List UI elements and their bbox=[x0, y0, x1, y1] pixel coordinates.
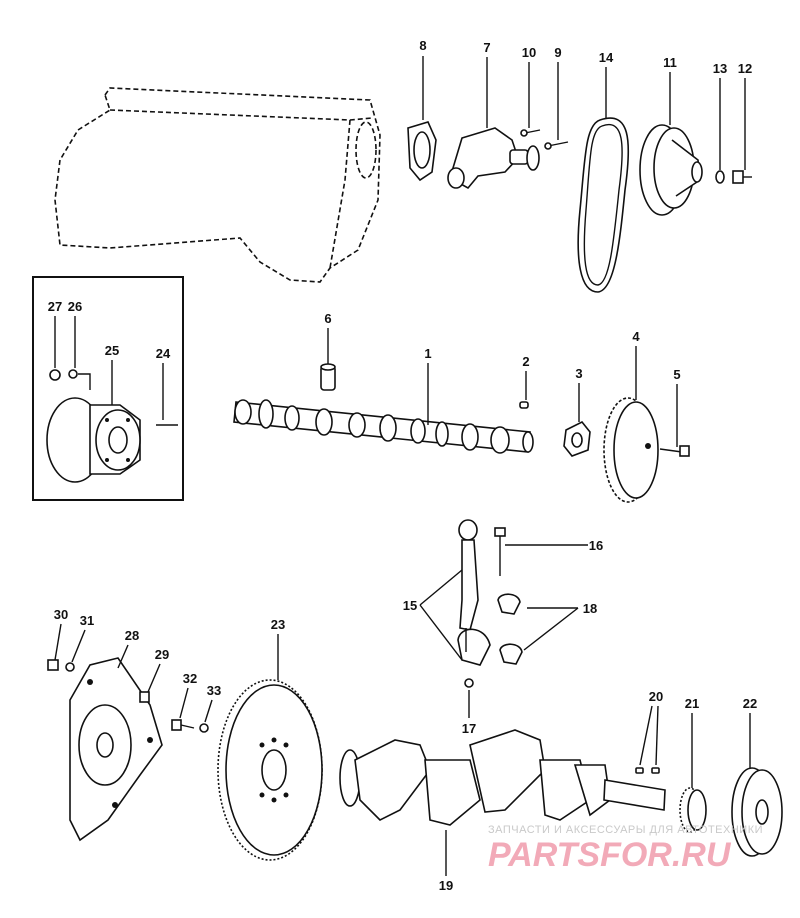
part-12-bolt bbox=[732, 170, 752, 184]
part-20-keys bbox=[635, 767, 660, 774]
part-16-bolt bbox=[494, 527, 506, 576]
label-28: 28 bbox=[125, 628, 139, 643]
part-3-spacer bbox=[563, 420, 591, 457]
part-5-bolt bbox=[659, 445, 690, 457]
part-21-crank-gear bbox=[679, 787, 707, 833]
label-8: 8 bbox=[419, 38, 426, 53]
label-29: 29 bbox=[155, 647, 169, 662]
label-14: 14 bbox=[599, 50, 614, 65]
label-9: 9 bbox=[554, 45, 561, 60]
label-13: 13 bbox=[713, 61, 727, 76]
part-18-bearings bbox=[497, 593, 523, 665]
part-1-camshaft bbox=[233, 399, 534, 454]
label-11: 11 bbox=[663, 55, 677, 70]
part-29-bolt bbox=[139, 691, 150, 703]
part-17-nut bbox=[464, 678, 474, 688]
part-11-pulley bbox=[639, 124, 703, 216]
part-22-damper bbox=[731, 767, 783, 857]
label-10: 10 bbox=[522, 45, 536, 60]
label-6: 6 bbox=[324, 311, 331, 326]
part-number-labels: 8 7 10 9 14 11 13 12 6 1 2 3 4 5 16 15 1… bbox=[48, 38, 757, 893]
watermark: ЗАПЧАСТИ И АКСЕССУАРЫ ДЛЯ АВТОТЕХНИКИ PA… bbox=[488, 824, 763, 874]
label-30: 30 bbox=[54, 607, 68, 622]
engine-block-outline bbox=[54, 87, 381, 283]
part-2-key bbox=[519, 401, 529, 409]
leader-lines bbox=[54, 56, 751, 876]
part-14-belt bbox=[577, 117, 630, 293]
part-4-cam-gear bbox=[603, 397, 659, 503]
watermark-tagline: ЗАПЧАСТИ И АКСЕССУАРЫ ДЛЯ АВТОТЕХНИКИ bbox=[488, 824, 763, 836]
label-31: 31 bbox=[80, 613, 94, 628]
label-24: 24 bbox=[156, 346, 171, 361]
part-30-bolt bbox=[47, 659, 59, 671]
label-1: 1 bbox=[424, 346, 431, 361]
label-5: 5 bbox=[673, 367, 680, 382]
part-19-crankshaft bbox=[339, 729, 666, 826]
part-15-connecting-rod bbox=[457, 519, 491, 666]
label-21: 21 bbox=[685, 696, 699, 711]
label-2: 2 bbox=[522, 354, 529, 369]
label-22: 22 bbox=[743, 696, 757, 711]
part-6-lifter bbox=[320, 363, 336, 391]
part-23-flywheel bbox=[217, 679, 323, 861]
label-3: 3 bbox=[575, 366, 582, 381]
part-7-water-pump bbox=[447, 127, 540, 190]
label-32: 32 bbox=[183, 671, 197, 686]
label-19: 19 bbox=[439, 878, 453, 893]
label-27: 27 bbox=[48, 299, 62, 314]
label-18: 18 bbox=[583, 601, 597, 616]
label-17: 17 bbox=[462, 721, 476, 736]
label-33: 33 bbox=[207, 683, 221, 698]
watermark-brand: PARTSFOR.RU bbox=[488, 836, 732, 874]
label-20: 20 bbox=[649, 689, 663, 704]
label-4: 4 bbox=[632, 329, 640, 344]
part-32-bolt bbox=[171, 719, 195, 731]
part-13-washer bbox=[715, 170, 725, 184]
label-12: 12 bbox=[738, 61, 752, 76]
part-9-bolt bbox=[544, 141, 569, 150]
label-15: 15 bbox=[403, 598, 417, 613]
label-25: 25 bbox=[105, 343, 119, 358]
inset-box bbox=[32, 276, 184, 501]
part-10-bolt bbox=[520, 129, 541, 137]
part-33-washer bbox=[199, 723, 209, 733]
part-8-gasket bbox=[407, 121, 437, 182]
label-26: 26 bbox=[68, 299, 82, 314]
label-23: 23 bbox=[271, 617, 285, 632]
label-7: 7 bbox=[483, 40, 490, 55]
part-31-washer bbox=[65, 662, 75, 672]
part-28-plate bbox=[69, 657, 163, 842]
label-16: 16 bbox=[589, 538, 603, 553]
